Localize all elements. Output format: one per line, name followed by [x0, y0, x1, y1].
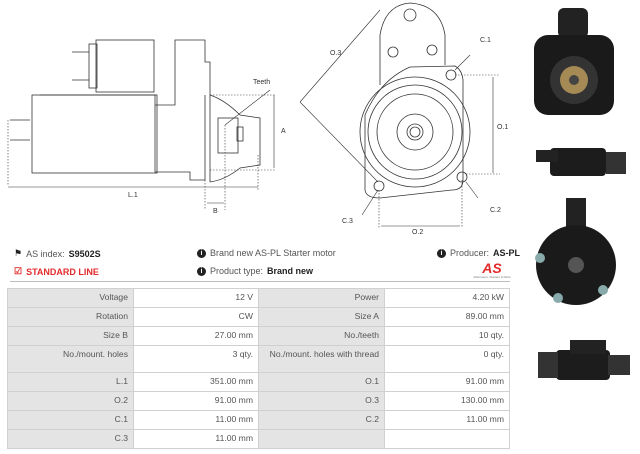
spec-value: 11.00 mm	[133, 410, 259, 430]
spec-value: 11.00 mm	[384, 410, 510, 430]
product-photos	[534, 8, 630, 380]
spec-value: 10 qty.	[384, 326, 510, 346]
spec-label: Size B	[7, 326, 134, 346]
spec-label: No./teeth	[258, 326, 385, 346]
tag-icon: ⚑	[14, 248, 23, 258]
spec-label: L.1	[7, 372, 134, 392]
spec-value: 91.00 mm	[384, 372, 510, 392]
solenoid	[95, 39, 155, 93]
spec-value: 12 V	[133, 288, 259, 308]
l1-label: L.1	[128, 192, 138, 199]
spec-label	[258, 429, 385, 449]
photo-side	[536, 148, 626, 176]
spec-value: 89.00 mm	[384, 307, 510, 327]
spec-value: 130.00 mm	[384, 391, 510, 411]
info-icon: i	[437, 248, 446, 258]
teeth-label: Teeth	[253, 79, 270, 86]
photo-side-2	[538, 340, 630, 380]
spec-value: 0 qty.	[384, 345, 510, 373]
a-label: A	[281, 128, 286, 135]
spec-value: 3 qty.	[133, 345, 259, 373]
spec-value	[384, 429, 510, 449]
o1-label: O.1	[497, 124, 508, 131]
spec-value: 91.00 mm	[133, 391, 259, 411]
as-index-value: S9502S	[68, 248, 101, 259]
spec-label: O.2	[7, 391, 134, 411]
spec-label: No./mount. holes with thread	[258, 345, 385, 373]
as-pl-logo: AS Alternators, Starters & Parts	[473, 260, 511, 279]
spec-value: 4.20 kW	[384, 288, 510, 308]
spec-label: No./mount. holes	[7, 345, 134, 373]
spec-value: 27.00 mm	[133, 326, 259, 346]
spec-label: Voltage	[7, 288, 134, 308]
as-index: ⚑AS index:S9502S	[14, 248, 101, 259]
c1-label: C.1	[480, 37, 491, 44]
spec-label: C.2	[258, 410, 385, 430]
spec-value: 351.00 mm	[133, 372, 259, 392]
spec-value: 11.00 mm	[133, 429, 259, 449]
spec-value: CW	[133, 307, 259, 327]
standard-line-badge: ☑STANDARD LINE	[14, 266, 99, 277]
spec-label: C.1	[7, 410, 134, 430]
spec-label: Size A	[258, 307, 385, 327]
b-label: B	[213, 208, 218, 215]
spec-label: C.3	[7, 429, 134, 449]
motor-body	[31, 94, 158, 174]
o2-label: O.2	[412, 229, 423, 236]
c2-label: C.2	[490, 207, 501, 214]
info-icon: i	[197, 248, 206, 258]
spec-label: Rotation	[7, 307, 134, 327]
spec-label: O.3	[258, 391, 385, 411]
photo-rear	[535, 198, 616, 305]
info-icon: i	[197, 266, 206, 276]
c3-label: C.3	[342, 218, 353, 225]
checkbox-icon: ☑	[14, 266, 23, 276]
spec-label: O.1	[258, 372, 385, 392]
o3-label: O.3	[330, 50, 341, 57]
photo-front	[534, 8, 614, 115]
divider	[10, 281, 510, 282]
front-view-drawing: O.3 C.1 O.1 C.2 O.2 C.3	[299, 2, 508, 236]
side-view-drawing: Teeth A B L.1 O.3 C.1 O.1 C.2 O.2 C.3	[7, 2, 508, 236]
spec-label: Power	[258, 288, 385, 308]
